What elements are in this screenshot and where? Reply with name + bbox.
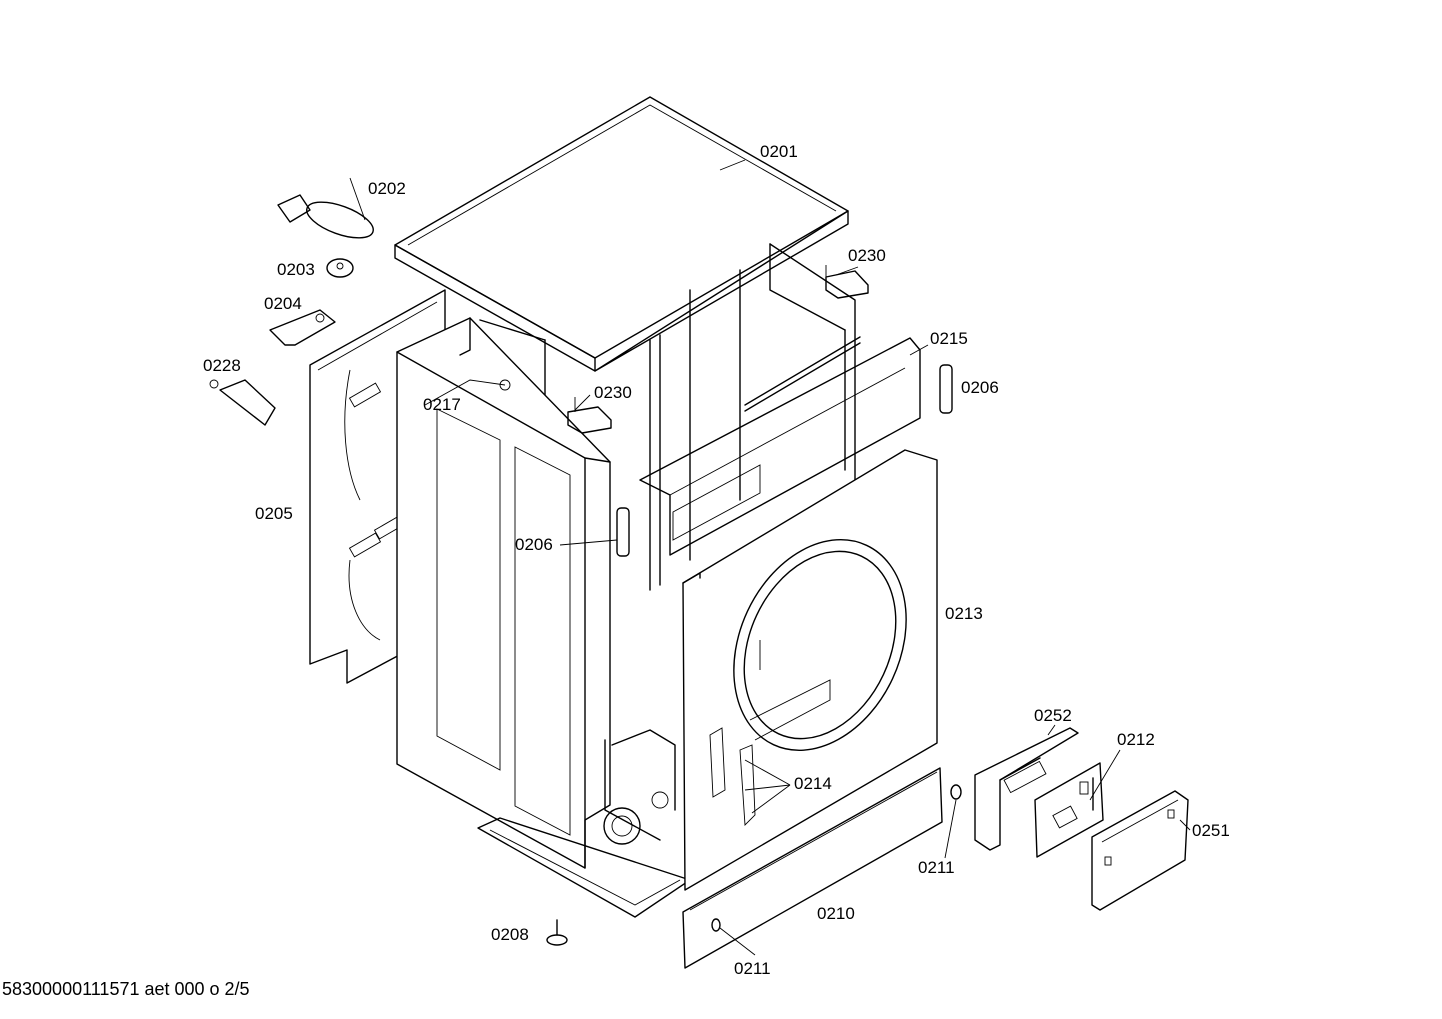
label-0203: 0203 xyxy=(277,260,315,279)
part-front-panel xyxy=(682,449,938,891)
label-0251: 0251 xyxy=(1192,821,1230,840)
part-foot xyxy=(546,919,568,946)
part-top-cover xyxy=(394,96,849,372)
part-power-cord xyxy=(277,177,374,239)
part-front-side-panel xyxy=(396,317,611,869)
leader-lines xyxy=(424,159,1191,956)
label-0211-left: 0211 xyxy=(734,959,771,978)
part-control-board xyxy=(1034,762,1104,858)
part-latch-left xyxy=(950,784,962,800)
part-rear-frame xyxy=(479,243,856,591)
label-0206-right: 0206 xyxy=(961,378,999,397)
part-handle-right xyxy=(939,364,953,414)
part-plinth xyxy=(682,767,943,969)
label-0211-right: 0211 xyxy=(918,858,955,877)
label-0205: 0205 xyxy=(255,504,293,523)
label-0214: 0214 xyxy=(794,774,832,793)
label-0228: 0228 xyxy=(203,356,241,375)
label-0202: 0202 xyxy=(368,179,406,198)
part-cable-holder xyxy=(269,309,336,346)
part-number-labels: 0201 0202 0203 0204 0228 0217 0205 0206 … xyxy=(203,142,1230,978)
label-0230-lower: 0230 xyxy=(594,383,632,402)
part-interference-filter xyxy=(209,379,276,426)
label-0204: 0204 xyxy=(264,294,302,313)
part-cord-clamp xyxy=(326,258,354,278)
part-fascia-cover xyxy=(1091,790,1189,911)
part-handle-left xyxy=(616,507,630,557)
document-footer-id: 58300000111571 aet 000 o 2/5 xyxy=(2,979,250,999)
label-0230-upper: 0230 xyxy=(848,246,886,265)
label-0206-left: 0206 xyxy=(515,535,553,554)
label-0208: 0208 xyxy=(491,925,529,944)
label-0212: 0212 xyxy=(1117,730,1155,749)
part-upper-front-bracket xyxy=(639,336,921,556)
part-control-housing xyxy=(974,727,1079,851)
label-0252: 0252 xyxy=(1034,706,1072,725)
label-0210: 0210 xyxy=(817,904,855,923)
label-0217: 0217 xyxy=(423,395,461,414)
label-0201: 0201 xyxy=(760,142,798,161)
part-bracket-upper xyxy=(825,265,869,299)
label-0213: 0213 xyxy=(945,604,983,623)
label-0215: 0215 xyxy=(930,329,968,348)
